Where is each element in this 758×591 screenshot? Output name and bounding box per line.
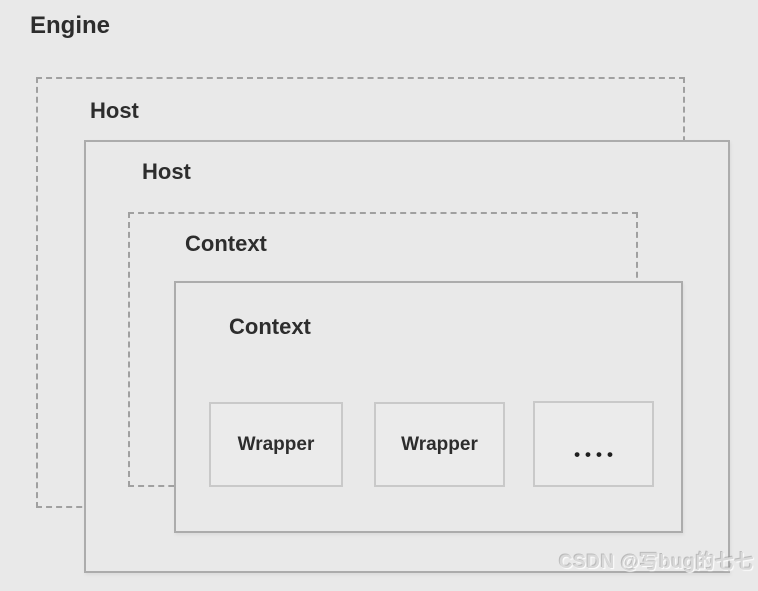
wrapper-box: Wrapper xyxy=(374,402,505,487)
context-outer-label: Context xyxy=(185,231,267,256)
wrapper-label: Wrapper xyxy=(401,433,478,455)
ellipsis-dots: •••• xyxy=(574,445,618,464)
wrapper-box: Wrapper xyxy=(209,402,343,487)
engine-label: Engine xyxy=(30,12,111,39)
wrapper-label: Wrapper xyxy=(237,433,315,455)
host-inner-label: Host xyxy=(142,159,191,184)
host-outer-label: Host xyxy=(90,98,139,123)
ellipsis-box: •••• xyxy=(533,401,654,487)
watermark: CSDN @写bug的七七 xyxy=(559,552,754,573)
context-inner-label: Context xyxy=(229,314,311,339)
